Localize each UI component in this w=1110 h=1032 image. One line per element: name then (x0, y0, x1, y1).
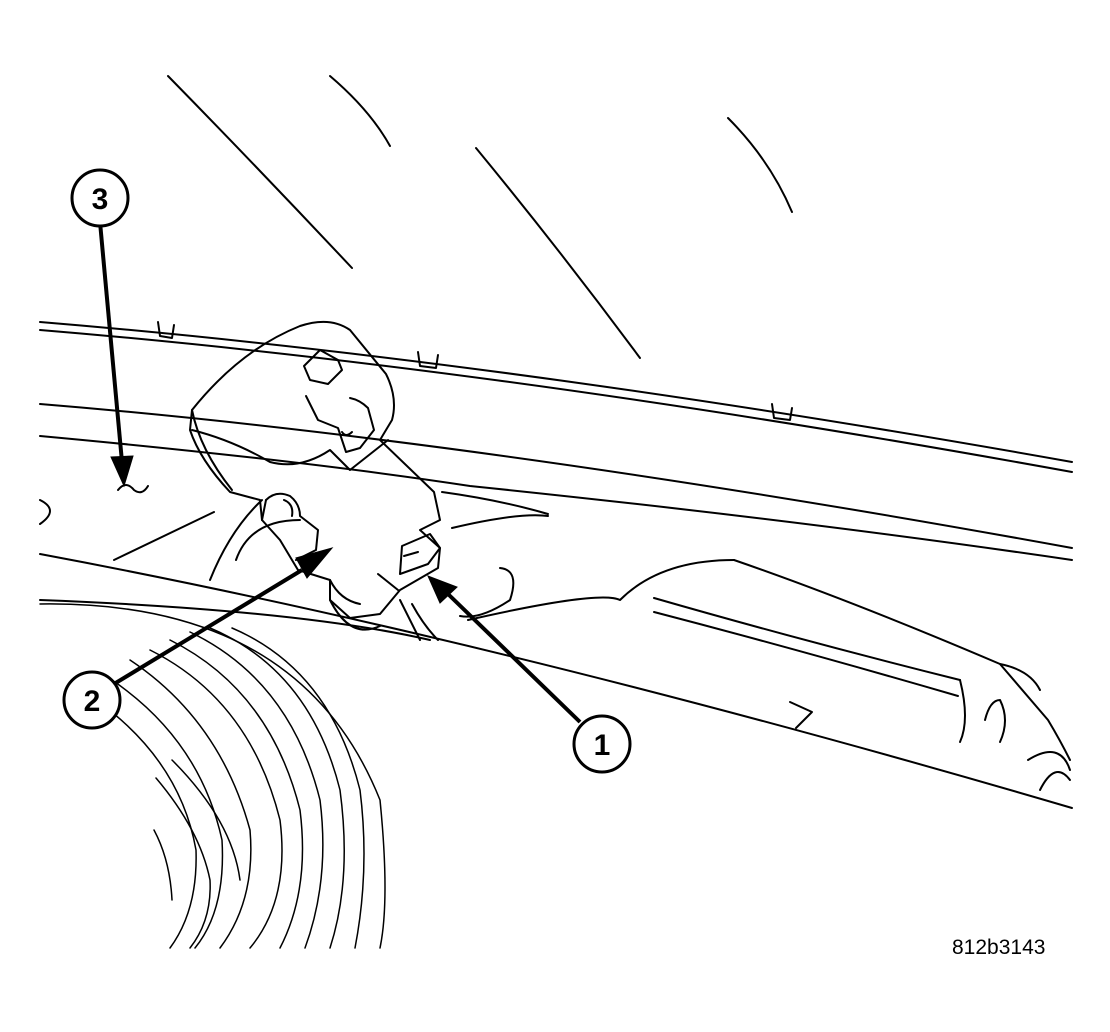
arrowhead-2 (295, 547, 334, 579)
callout-number-2: 2 (84, 685, 101, 718)
callout-1: 1 (572, 714, 632, 774)
cowl-panel-lines (39, 321, 1073, 809)
leader-arrows (98, 221, 582, 724)
callout-3: 3 (70, 168, 130, 228)
wheel-well-hatching (39, 603, 386, 949)
callout-2: 2 (62, 670, 122, 730)
electrical-connector (189, 320, 441, 641)
figure-id-label: 812b3143 (952, 936, 1046, 959)
arrowhead-3 (110, 455, 134, 488)
leader-line-1 (446, 592, 582, 724)
callout-number-3: 3 (92, 183, 109, 216)
floor-pan-lines (39, 484, 1071, 791)
windshield-lines (167, 75, 793, 359)
leader-line-3 (98, 221, 124, 463)
arrowhead-1 (427, 575, 458, 604)
callout-number-1: 1 (594, 729, 611, 762)
leader-line-2 (112, 568, 304, 686)
